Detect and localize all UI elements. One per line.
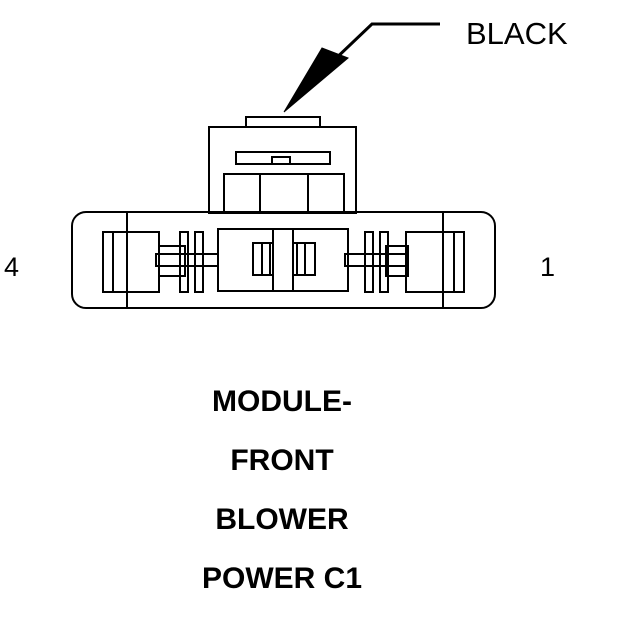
leader-arrowhead [283, 47, 349, 113]
wire-color-label: BLACK [466, 16, 568, 51]
pin-cavity-2 [272, 228, 349, 292]
pin-number-left: 4 [4, 252, 20, 282]
pin-cavity-4 [102, 231, 219, 293]
leader-line [328, 22, 440, 66]
connector-latch [208, 116, 357, 214]
pin-cavity-3 [217, 228, 274, 292]
title-line: BLOWER [215, 503, 349, 536]
connector-diagram [71, 22, 496, 309]
title-line: FRONT [230, 444, 334, 477]
title-line: MODULE- [212, 385, 352, 418]
pin-number-right: 1 [540, 252, 556, 282]
connector-title: MODULE- FRONT BLOWER POWER C1 [132, 384, 432, 620]
connector-body [71, 211, 496, 309]
title-line: POWER C1 [201, 562, 363, 595]
pin-cavity-1 [344, 231, 465, 293]
